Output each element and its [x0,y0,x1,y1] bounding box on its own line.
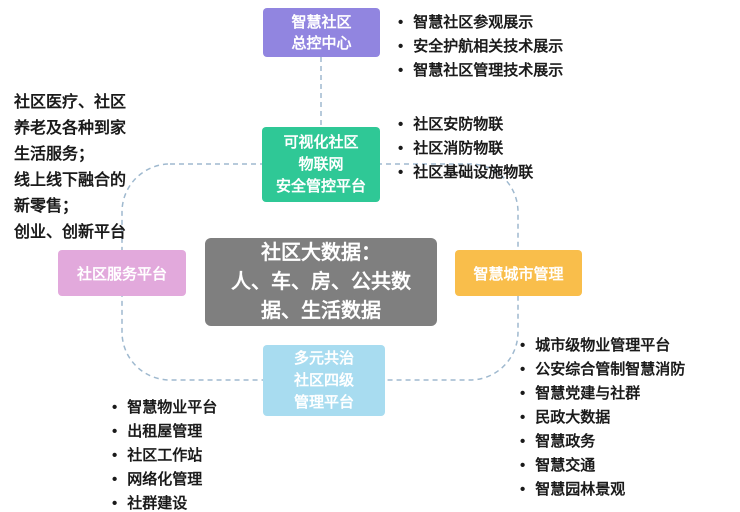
list-item-label: 智慧党建与社群 [535,385,641,402]
list-bottom-left: 智慧物业平台 出租屋管理 社区工作站 网络化管理 社群建设 [112,399,217,512]
node-smart-city-management: 智慧城市管理 [455,250,582,296]
list-item-label: 社区基础设施物联 [413,164,534,181]
node-label-line: 社区服务平台 [76,265,167,283]
left-text-line: 社区医疗、社区 [14,94,127,111]
left-text-line: 生活服务； [14,146,95,163]
list-item: 城市级物业管理平台 [520,337,685,355]
list-item: 社区工作站 [112,447,217,465]
node-label-line: 安全管控平台 [275,177,366,195]
list-item: 智慧社区管理技术展示 [398,62,563,80]
node-label-line: 智慧社区 [291,13,352,31]
node-label-line: 社区四级 [293,371,354,389]
node-label-line: 智慧城市管理 [473,265,564,283]
node-label-line: 可视化社区 [283,133,359,151]
node-label-line: 社区大数据： [261,241,381,264]
left-text-block: 社区医疗、社区 养老及各种到家 生活服务； 线上线下融合的 新零售； 创业、创新… [14,90,174,246]
list-item: 智慧社区参观展示 [398,14,563,32]
list-item-label: 智慧社区参观展示 [413,14,534,31]
node-label-line: 人、车、房、公共数 [231,270,411,293]
list-item-label: 智慧交通 [535,457,596,474]
node-label-line: 物联网 [298,155,344,173]
node-label-line: 总控中心 [291,34,352,52]
list-item-label: 城市级物业管理平台 [535,337,671,354]
list-item-label: 智慧物业平台 [127,399,218,416]
list-item-label: 社群建设 [127,495,188,512]
list-item-label: 智慧社区管理技术展示 [413,62,564,79]
list-item-label: 民政大数据 [535,409,611,426]
left-text-line: 新零售； [14,198,79,215]
list-item-label: 社区工作站 [127,447,203,464]
list-item-label: 智慧园林景观 [535,481,626,498]
list-mid-right: 社区安防物联 社区消防物联 社区基础设施物联 [398,116,533,188]
node-governance-platform: 多元共治 社区四级 管理平台 [263,345,385,416]
list-item: 社区基础设施物联 [398,164,533,182]
list-item-label: 智慧政务 [535,433,596,450]
left-text-line: 养老及各种到家 [14,120,127,137]
list-item: 智慧政务 [520,433,685,451]
list-item-label: 网络化管理 [127,471,203,488]
list-item: 智慧园林景观 [520,481,685,499]
list-top-right: 智慧社区参观展示 安全护航相关技术展示 智慧社区管理技术展示 [398,14,563,86]
node-iot-security-platform: 可视化社区 物联网 安全管控平台 [262,127,380,202]
list-bottom-right: 城市级物业管理平台 公安综合管制智慧消防 智慧党建与社群 民政大数据 智慧政务 … [520,337,685,505]
left-text-line: 线上线下融合的 [14,172,127,189]
node-label-line: 管理平台 [293,393,354,411]
list-item: 公安综合管制智慧消防 [520,361,685,379]
left-text-line: 创业、创新平台 [14,224,127,241]
list-item-label: 社区消防物联 [413,140,504,157]
list-item: 出租屋管理 [112,423,217,441]
list-item: 安全护航相关技术展示 [398,38,563,56]
list-item-label: 公安综合管制智慧消防 [535,361,686,378]
list-item: 智慧交通 [520,457,685,475]
list-item-label: 社区安防物联 [413,116,504,133]
list-item: 社区安防物联 [398,116,533,134]
list-item: 社区消防物联 [398,140,533,158]
list-item-label: 出租屋管理 [127,423,203,440]
list-item: 网络化管理 [112,471,217,489]
node-community-service-platform: 社区服务平台 [58,250,186,296]
node-community-big-data: 社区大数据： 人、车、房、公共数 据、生活数据 [205,238,437,326]
node-label-line: 据、生活数据 [261,299,381,322]
node-master-control-center: 智慧社区 总控中心 [263,8,380,57]
list-item: 智慧党建与社群 [520,385,685,403]
list-item: 智慧物业平台 [112,399,217,417]
list-item: 民政大数据 [520,409,685,427]
list-item: 社群建设 [112,495,217,512]
node-label-line: 多元共治 [293,349,354,367]
list-item-label: 安全护航相关技术展示 [413,38,564,55]
